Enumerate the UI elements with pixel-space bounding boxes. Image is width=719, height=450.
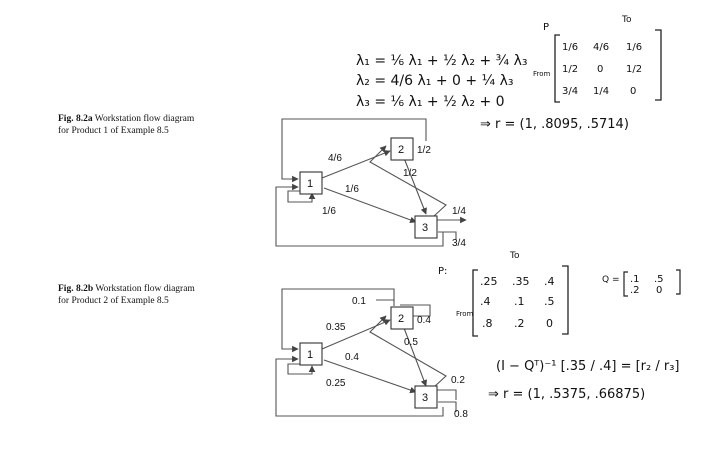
fig-a-m-22: 0 bbox=[630, 86, 636, 97]
fig-a-to-label: To bbox=[621, 15, 632, 25]
fig-a-edge-11 bbox=[287, 190, 316, 203]
fig-a-edge-3out bbox=[438, 231, 457, 240]
fig-b-label-top: 0.1 bbox=[352, 296, 366, 307]
fig-b-caption-label: Fig. 8.2b bbox=[58, 284, 94, 294]
fig-a-edge-13 bbox=[323, 187, 417, 224]
fig-a-handwriting: λ₁ = ⅙ λ₁ + ½ λ₂ + ¾ λ₃ λ₂ = 4/6 λ₁ + 0 … bbox=[356, 15, 662, 132]
fig-a-caption: Fig. 8.2a Workstation flow diagram for P… bbox=[58, 114, 198, 137]
fig-b-m-12: .5 bbox=[544, 295, 555, 308]
fig-a-eq3: λ₃ = ⅙ λ₁ + ½ λ₂ + 0 bbox=[356, 94, 505, 110]
fig-b-p-label: P: bbox=[438, 266, 447, 277]
fig-a-node-1 bbox=[299, 171, 323, 195]
fig-a-label-e22: 1/2 bbox=[417, 145, 431, 156]
fig-a-eq2: λ₂ = 4/6 λ₁ + 0 + ¼ λ₃ bbox=[356, 73, 514, 89]
fig-b-from-label: From bbox=[456, 310, 474, 318]
fig-a-m-11: 0 bbox=[597, 64, 603, 75]
fig-b-edge-11 bbox=[287, 363, 316, 375]
fig-a-from-label: From bbox=[533, 70, 551, 78]
fig-b-m-20: .8 bbox=[482, 317, 493, 330]
fig-a-label-e13: 1/6 bbox=[345, 184, 359, 195]
fig-a-m-21: 1/4 bbox=[593, 86, 609, 97]
fig-a-node-2-label: 2 bbox=[398, 144, 404, 156]
fig-a-p-label: P bbox=[543, 22, 549, 33]
fig-b-m-11: .1 bbox=[514, 295, 525, 308]
fig-b-q-11: 0 bbox=[656, 285, 662, 296]
fig-b-edge-top bbox=[376, 299, 395, 306]
fig-a-eq1: λ₁ = ⅙ λ₁ + ½ λ₂ + ¾ λ₃ bbox=[356, 53, 528, 69]
fig-b-m-00: .25 bbox=[480, 275, 498, 288]
fig-b-label-e11: 0.25 bbox=[326, 378, 346, 389]
fig-b-caption-text: Workstation flow diagram for Product 2 o… bbox=[58, 284, 195, 306]
fig-b-q-label: Q = bbox=[602, 275, 620, 285]
fig-b-m-10: .4 bbox=[480, 295, 491, 308]
fig-a-node-3 bbox=[414, 215, 438, 239]
fig-b-handwriting: P: To From .25 .35 .4 .4 .1 .5 .8 .2 0 Q… bbox=[438, 251, 681, 402]
fig-b-m-02: .4 bbox=[544, 275, 555, 288]
fig-b-label-e13: 0.4 bbox=[345, 352, 359, 363]
fig-a-diagram bbox=[275, 118, 467, 247]
fig-b-edge-12 bbox=[321, 319, 391, 350]
fig-b-edge-23 bbox=[403, 327, 427, 387]
fig-b-label-e3loop: 0.2 bbox=[451, 375, 465, 386]
fig-b-edge-22 bbox=[400, 304, 431, 317]
fig-a-caption-text: Workstation flow diagram for Product 1 o… bbox=[58, 114, 195, 136]
fig-b-node-1-label: 1 bbox=[307, 349, 313, 361]
fig-a-label-e3out: 3/4 bbox=[452, 238, 466, 249]
fig-b-node-1 bbox=[299, 342, 323, 366]
fig-b-m-01: .35 bbox=[512, 275, 530, 288]
fig-a-caption-label: Fig. 8.2a bbox=[58, 114, 93, 124]
fig-a-node-1-label: 1 bbox=[307, 178, 313, 190]
fig-b-label-e23: 0.5 bbox=[404, 337, 418, 348]
fig-b-node-3 bbox=[414, 385, 438, 409]
fig-a-result: ⇒ r = (1, .8095, .5714) bbox=[480, 117, 629, 132]
fig-a-m-00: 1/6 bbox=[562, 42, 578, 53]
fig-b-diagram bbox=[275, 288, 457, 417]
fig-a-m-02: 1/6 bbox=[626, 42, 642, 53]
fig-b-m-21: .2 bbox=[514, 317, 525, 330]
fig-a-edge-bottom-loop bbox=[275, 183, 444, 247]
fig-b-node-3-label: 3 bbox=[422, 392, 428, 404]
fig-b-edge-top-loop bbox=[281, 288, 395, 353]
fig-b-edge-3loop bbox=[436, 389, 457, 400]
fig-b-result: ⇒ r = (1, .5375, .66875) bbox=[488, 387, 645, 402]
fig-a-node-3-label: 3 bbox=[422, 222, 428, 234]
fig-b-q-00: .1 bbox=[630, 274, 640, 285]
fig-b-node-2 bbox=[390, 306, 414, 330]
fig-a-edge-12 bbox=[321, 150, 391, 179]
fig-a-label-e12: 4/6 bbox=[328, 153, 342, 164]
fig-b-eq: (I − Qᵀ)⁻¹ [.35 / .4] = [r₂ / r₃] bbox=[496, 359, 680, 374]
fig-b-q-10: .2 bbox=[630, 285, 640, 296]
fig-a-edge-32 bbox=[369, 145, 447, 217]
fig-a-label-e23: 1/2 bbox=[403, 168, 417, 179]
fig-b-label-e3out: 0.8 bbox=[454, 409, 468, 420]
fig-a-node-2 bbox=[390, 137, 414, 161]
fig-a-edge-23 bbox=[403, 157, 427, 215]
fig-b-node-2-label: 2 bbox=[398, 313, 404, 325]
fig-b-edge-32 bbox=[369, 315, 447, 388]
fig-b-edge-13 bbox=[323, 359, 417, 394]
fig-b-label-e22: 0.4 bbox=[417, 315, 431, 326]
fig-b-q-01: .5 bbox=[654, 274, 664, 285]
fig-b-to-label: To bbox=[509, 251, 520, 261]
fig-a-m-12: 1/2 bbox=[626, 64, 642, 75]
fig-a-m-10: 1/2 bbox=[562, 64, 578, 75]
fig-a-edge-top-loop bbox=[281, 118, 427, 183]
fig-b-label-e12: 0.35 bbox=[326, 322, 346, 333]
fig-a-m-01: 4/6 bbox=[593, 42, 609, 53]
fig-a-m-20: 3/4 bbox=[562, 86, 578, 97]
fig-b-edge-3out bbox=[438, 401, 457, 412]
fig-a-label-e3out-top: 1/4 bbox=[452, 206, 466, 217]
fig-b-edge-bottom-loop bbox=[275, 355, 444, 417]
fig-b-m-22: 0 bbox=[546, 317, 553, 330]
fig-a-label-e11: 1/6 bbox=[322, 206, 336, 217]
fig-b-caption: Fig. 8.2b Workstation flow diagram for P… bbox=[58, 284, 198, 307]
